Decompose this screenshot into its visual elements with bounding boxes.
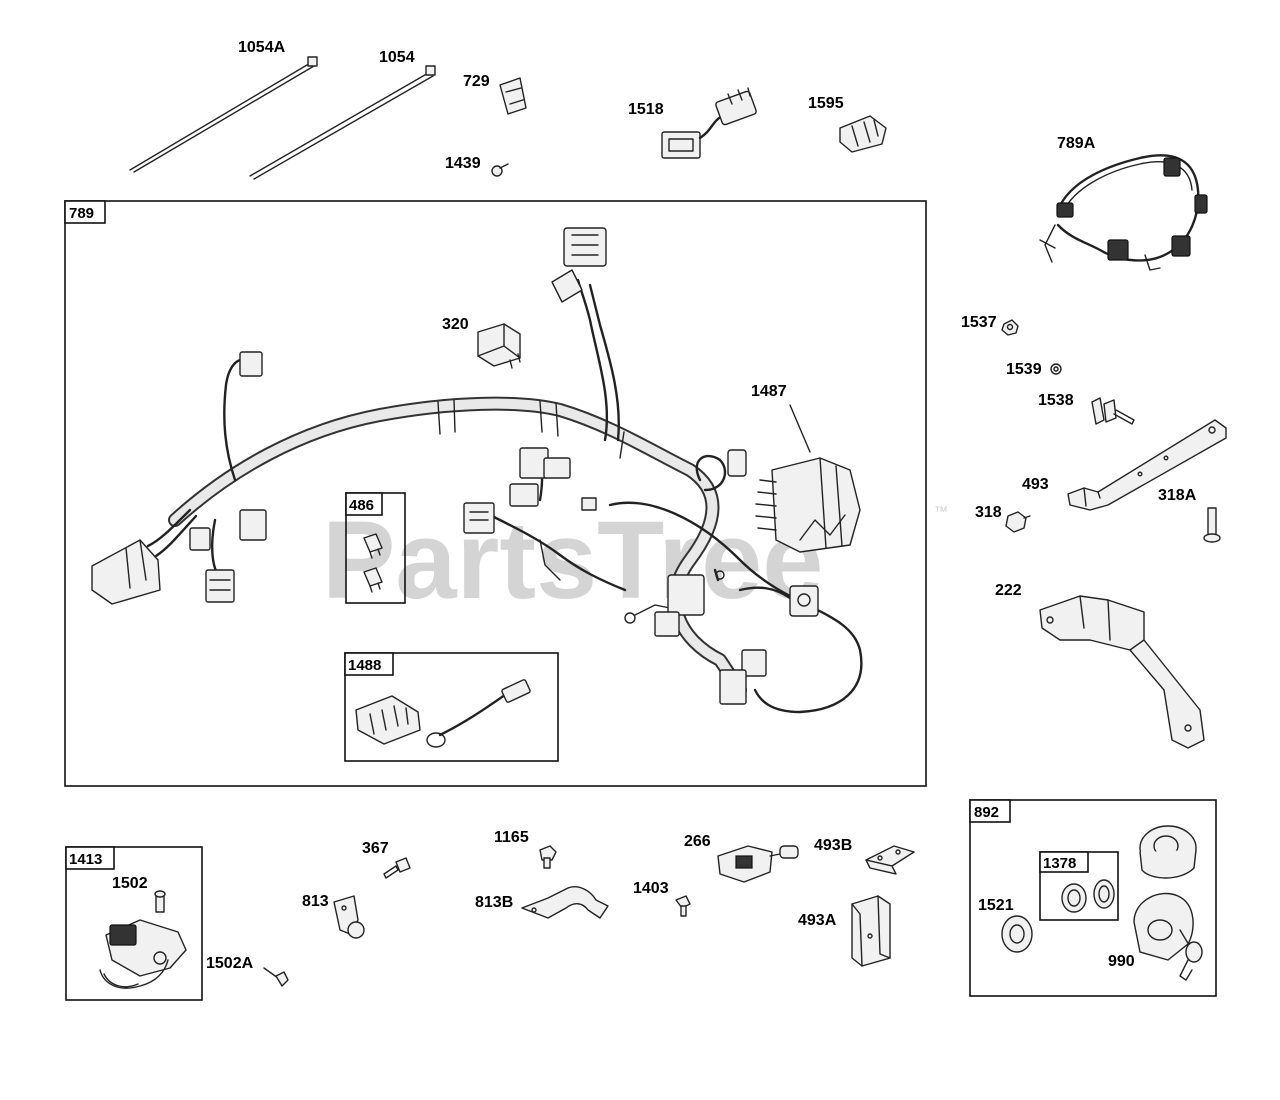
callout-1165[interactable]: 1165 [494,829,529,846]
callout-789A[interactable]: 789A [1057,135,1096,152]
box-1488-label[interactable]: 1488 [348,657,381,674]
connector-1595[interactable] [839,115,887,153]
fuse-486[interactable] [363,533,383,593]
clamp-813[interactable] [333,895,365,939]
cable-tie-1054A[interactable] [129,56,318,173]
bracket-493[interactable] [1067,419,1227,511]
box-1488-tag [344,652,394,676]
grommet-1538[interactable] [1091,397,1135,425]
key-switch-990[interactable] [1133,892,1203,981]
box-486-tag [345,492,383,516]
box-1413-frame [65,846,203,1001]
nut-1537[interactable] [1001,319,1019,336]
callout-990[interactable]: 990 [1108,953,1135,970]
connector-1487[interactable] [755,404,861,553]
adapter-harness-1518[interactable] [661,87,757,159]
bolt-367[interactable] [383,857,411,879]
box-486-label[interactable]: 486 [349,497,374,514]
bracket-222[interactable] [1039,595,1205,749]
callout-493A[interactable]: 493A [798,912,837,929]
callout-493B[interactable]: 493B [814,837,852,854]
box-1488-frame [344,652,559,762]
box-1413-tag [65,846,115,870]
callout-1518[interactable]: 1518 [628,101,664,118]
box-789-label[interactable]: 789 [69,205,94,222]
callout-222[interactable]: 222 [995,582,1022,599]
callout-1054[interactable]: 1054 [379,49,415,66]
box-892-frame [969,799,1217,997]
callout-1054A[interactable]: 1054A [238,39,286,56]
callout-1595[interactable]: 1595 [808,95,844,112]
bolt-318A[interactable] [1203,507,1221,543]
callout-813B[interactable]: 813B [475,894,513,911]
callout-320[interactable]: 320 [442,316,469,333]
bolt-1165[interactable] [539,845,557,869]
callout-1487[interactable]: 1487 [751,383,787,400]
box-892-label[interactable]: 892 [974,804,999,821]
watermark-trademark: ™ [934,503,948,519]
cable-tie-1054[interactable] [249,65,436,180]
callout-1538[interactable]: 1538 [1038,392,1074,409]
sub-harness-789A[interactable] [1039,154,1208,271]
callout-1403[interactable]: 1403 [633,880,669,897]
switch-266[interactable] [717,845,799,883]
screw-1403[interactable] [675,895,691,917]
box-1378-tag [1039,851,1089,873]
callout-1502[interactable]: 1502 [112,875,148,892]
screw-1502[interactable] [154,890,166,913]
bearing-1521[interactable] [1001,915,1033,953]
relay-320[interactable] [477,323,521,369]
callout-1537[interactable]: 1537 [961,314,997,331]
washer-1539[interactable] [1050,363,1062,375]
callout-367[interactable]: 367 [362,840,389,857]
bolt-1502A[interactable] [263,967,289,987]
callout-318A[interactable]: 318A [1158,487,1197,504]
main-wire-harness[interactable] [91,227,863,714]
clamp-813B[interactable] [521,886,609,919]
callout-1539[interactable]: 1539 [1006,361,1042,378]
ignition-switch-892[interactable] [1139,825,1197,879]
box-789-tag [64,200,106,224]
bracket-493A[interactable] [851,895,891,967]
clip-729[interactable] [499,77,527,115]
box-892-tag [969,799,1011,823]
box-789-frame [64,200,927,787]
bolt-318[interactable] [1005,511,1031,533]
sensor-assembly-1413[interactable] [99,919,187,989]
callout-813[interactable]: 813 [302,893,329,910]
callout-1502A[interactable]: 1502A [206,955,254,972]
bracket-493B[interactable] [865,845,915,875]
callout-318[interactable]: 318 [975,504,1002,521]
nut-washer-1378[interactable] [1061,879,1115,913]
callout-266[interactable]: 266 [684,833,711,850]
box-1413-label[interactable]: 1413 [69,851,102,868]
connector-kit-1488[interactable] [355,679,531,748]
screw-1439[interactable] [491,163,509,177]
callout-1439[interactable]: 1439 [445,155,481,172]
callout-493[interactable]: 493 [1022,476,1049,493]
box-1378-label[interactable]: 1378 [1043,855,1076,872]
callout-729[interactable]: 729 [463,73,490,90]
callout-1521[interactable]: 1521 [978,897,1014,914]
